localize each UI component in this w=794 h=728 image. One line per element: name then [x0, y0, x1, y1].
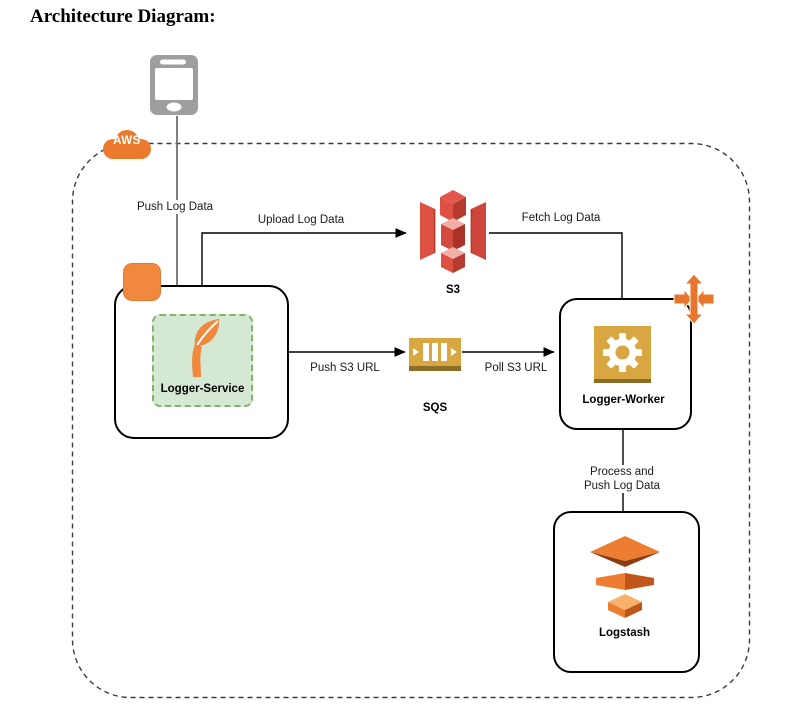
page-title: Architecture Diagram:: [30, 6, 216, 27]
poll-s3-url-label: Poll S3 URL: [481, 361, 551, 375]
logger-service-label: Logger-Service: [160, 383, 245, 395]
aws-cloud-icon: AWS: [98, 128, 156, 164]
aws-cloud-label: AWS: [113, 135, 141, 147]
sqs-queue-icon: [409, 338, 461, 371]
fetch-log-data-label: Fetch Log Data: [518, 211, 604, 225]
logstash-label: Logstash: [598, 627, 651, 639]
push-s3-url-label: Push S3 URL: [307, 361, 383, 375]
smartphone-icon: [150, 55, 198, 115]
compute-node-icon: [123, 263, 161, 301]
process-push-line2: Push Log Data: [583, 480, 661, 492]
leaf-icon: [192, 319, 220, 377]
edge-fetch-log-data: [489, 232, 627, 322]
process-push-line1: Process and: [590, 466, 654, 478]
auto-scaling-arrows-icon: [673, 274, 715, 324]
gear-icon: [594, 326, 651, 383]
logger-worker-label: Logger-Worker: [582, 394, 665, 406]
s3-label: S3: [445, 284, 461, 296]
sqs-label: SQS: [422, 402, 448, 414]
logstash-icon: [590, 536, 660, 618]
process-push-log-data-label: Process and Push Log Data: [580, 465, 664, 493]
upload-log-data-label: Upload Log Data: [254, 213, 348, 227]
push-log-data-label: Push Log Data: [133, 200, 217, 214]
s3-bucket-icon: [420, 190, 486, 273]
aws-cloud-boundary: [71, 142, 751, 699]
